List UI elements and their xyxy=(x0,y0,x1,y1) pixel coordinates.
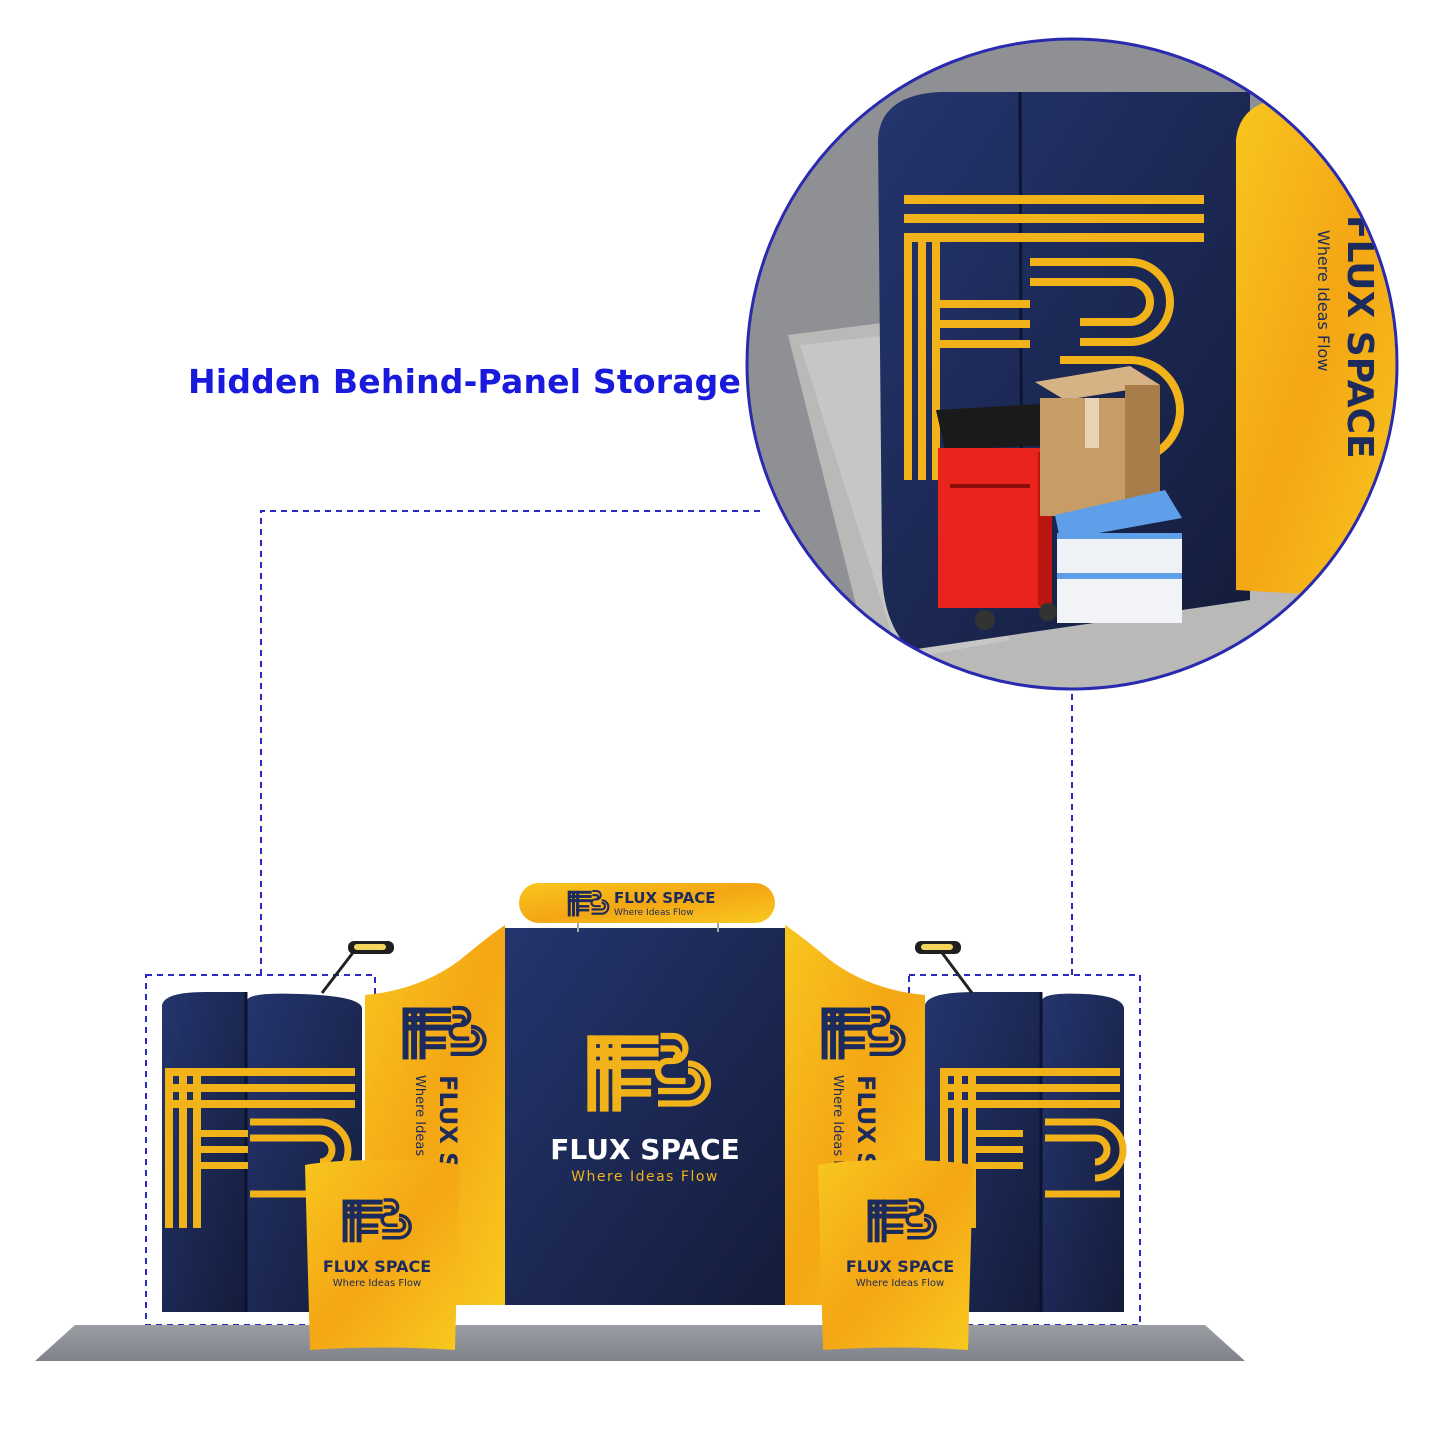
left-counter: FLUX SPACE Where Ideas Flow xyxy=(305,1160,460,1350)
closeup-panel-brand: FLUX SPACE xyxy=(1339,215,1380,459)
center-backwall xyxy=(505,928,785,1305)
right-counter-brand: FLUX SPACE xyxy=(846,1257,954,1276)
storage-closeup-circle: FLUX SPACE Where Ideas Flow xyxy=(745,37,1399,691)
left-counter-brand: FLUX SPACE xyxy=(323,1257,431,1276)
cardboard-box-icon xyxy=(1035,366,1160,516)
booth: FLUX SPACE Where Ideas Flow FLUX SPACE W… xyxy=(35,883,1245,1361)
left-storage-tower xyxy=(162,992,362,1312)
right-wing-tagline: Where Ideas Flow xyxy=(830,1075,845,1190)
spotlight-lamp-icon xyxy=(320,941,394,994)
left-counter-tagline: Where Ideas Flow xyxy=(333,1278,421,1289)
spotlight-lamp-icon xyxy=(915,941,974,994)
red-cart-icon xyxy=(936,404,1057,630)
header-brand: FLUX SPACE xyxy=(614,889,716,907)
booth-floor xyxy=(35,1325,1245,1361)
right-counter: FLUX SPACE Where Ideas Flow xyxy=(818,1160,973,1350)
closeup-panel-tagline: Where Ideas Flow xyxy=(1314,230,1333,371)
center-brand: FLUX SPACE xyxy=(550,1133,740,1166)
header-tagline: Where Ideas Flow xyxy=(614,908,694,918)
center-tagline: Where Ideas Flow xyxy=(571,1169,719,1185)
right-counter-tagline: Where Ideas Flow xyxy=(856,1278,944,1289)
caption-title: Hidden Behind-Panel Storage xyxy=(188,362,742,401)
right-storage-tower xyxy=(925,992,1127,1312)
storage-bins-icon xyxy=(1055,490,1182,623)
